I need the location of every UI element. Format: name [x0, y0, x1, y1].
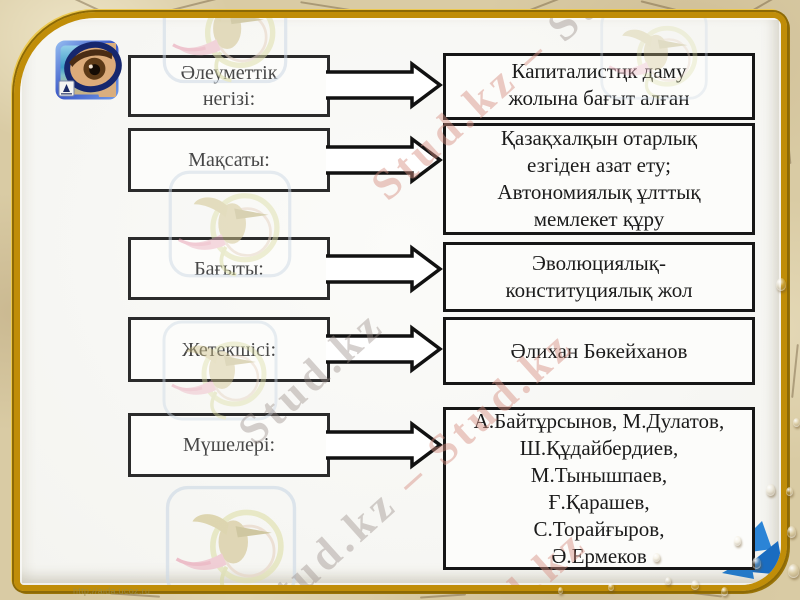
label-box-members: Мүшелері: — [128, 413, 330, 477]
water-droplet — [691, 580, 699, 590]
label-text: Мүшелері: — [182, 434, 276, 456]
water-droplet — [786, 487, 793, 496]
water-droplet — [734, 536, 741, 546]
content-box-leader: Әлихан Бөкейханов — [443, 317, 755, 385]
content-box-direction: Эволюциялық- конституциялық жол — [443, 242, 755, 312]
water-droplet — [793, 418, 800, 427]
right-block-arrow-icon — [326, 324, 443, 374]
water-droplet — [766, 484, 775, 496]
slide-frame: Әлеуметтік негізі: Мақсаты: Бағыты: Жете… — [14, 12, 787, 591]
water-droplet — [788, 564, 799, 578]
right-block-arrow-icon — [326, 244, 443, 294]
water-droplet — [558, 587, 563, 594]
right-block-arrow-icon — [326, 60, 443, 110]
content-box-members: А.Байтұрсынов, М.Дулатов, Ш.Құдайбердиев… — [443, 407, 755, 570]
photo-album-eye-icon — [55, 40, 122, 100]
content-text: Эволюциялық- конституциялық жол — [505, 251, 693, 302]
arrow-layer — [326, 60, 443, 470]
content-box-goal: Қазақхалқын отарлық езгіден азат ету; Ав… — [443, 123, 755, 235]
water-droplet — [776, 278, 786, 291]
water-droplet — [752, 557, 761, 569]
water-droplet — [665, 577, 671, 585]
water-droplet — [721, 587, 728, 596]
source-url-watermark: http://aida.ucoz.ru — [73, 586, 151, 596]
content-text: Қазақхалқын отарлық езгіден азат ету; Ав… — [497, 126, 701, 231]
content-text: Әлихан Бөкейханов — [510, 338, 688, 363]
water-droplet — [653, 553, 660, 562]
right-block-arrow-icon — [326, 420, 443, 470]
right-block-arrow-icon — [326, 135, 443, 185]
content-text: А.Байтұрсынов, М.Дулатов, Ш.Құдайбердиев… — [473, 408, 725, 568]
label-text: Мақсаты: — [188, 149, 270, 171]
water-droplet — [608, 583, 614, 591]
water-droplet — [787, 526, 796, 538]
